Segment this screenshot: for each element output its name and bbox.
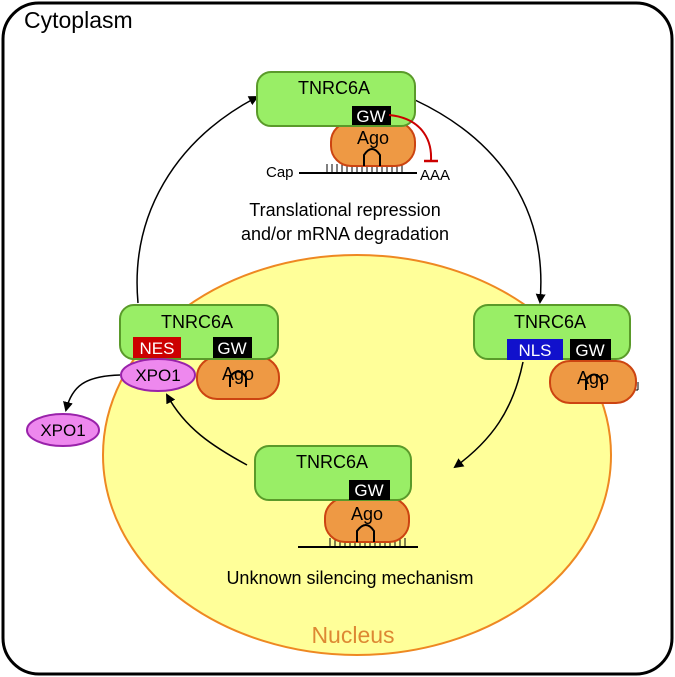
cytoplasm-label: Cytoplasm [24, 7, 133, 33]
nls-motif [507, 339, 563, 360]
gw-label: GW [575, 341, 604, 360]
nucleus-caption: Unknown silencing mechanism [226, 568, 473, 588]
tnrc6a-label: TNRC6A [296, 452, 368, 472]
complex-nls: Ago TNRC6A NLS GW [473, 304, 639, 404]
repression-arrow [388, 114, 433, 161]
gw-motif [570, 339, 611, 360]
ago-rna-loop [585, 373, 603, 390]
complex-nes: Ago TNRC6A NES GW XPO1 [119, 304, 280, 400]
nls-label: NLS [518, 341, 551, 360]
xpo1-bound [120, 358, 196, 392]
arrow-nls-to-nucleus [453, 361, 524, 469]
xpo1-bound-label: XPO1 [135, 366, 180, 385]
gw-motif [352, 106, 391, 125]
tnrc6a-label: TNRC6A [514, 312, 586, 332]
cap-label: Cap [266, 164, 294, 181]
ago-label: Ago [222, 364, 254, 384]
gw-label: GW [356, 107, 385, 126]
ago-rna-loop [363, 148, 381, 166]
xpo1-free-label: XPO1 [40, 421, 85, 440]
ago-rna-loop [229, 370, 247, 387]
ago-label: Ago [357, 128, 389, 148]
nucleus-label: Nucleus [311, 622, 394, 648]
tnrc6a-label: TNRC6A [298, 78, 370, 98]
ago-protein [549, 360, 637, 404]
cytoplasm-caption-line2: and/or mRNA degradation [241, 224, 449, 244]
gw-label: GW [217, 339, 246, 358]
ago-label: Ago [351, 504, 383, 524]
xpo1-free [26, 413, 100, 447]
gw-motif [349, 480, 390, 500]
nes-motif [133, 337, 181, 358]
arrow-right-down [414, 99, 546, 304]
gw-label: GW [354, 481, 383, 500]
arrow-xpo1-export [63, 374, 121, 412]
nes-label: NES [140, 339, 175, 358]
gw-motif [213, 337, 252, 358]
arrow-left-up [136, 96, 259, 304]
polya-label: AAA [420, 167, 450, 184]
arrow-nucleus-to-nes [166, 393, 248, 466]
complex-cytoplasm: Ago TNRC6A GW Cap AAA [256, 71, 450, 184]
ago-label: Ago [577, 368, 609, 388]
tnrc6a-label: TNRC6A [161, 312, 233, 332]
cytoplasm-caption-line1: Translational repression [249, 200, 440, 220]
ago-rna-loop [356, 524, 375, 542]
complex-nucleus: Ago TNRC6A GW [254, 445, 418, 548]
